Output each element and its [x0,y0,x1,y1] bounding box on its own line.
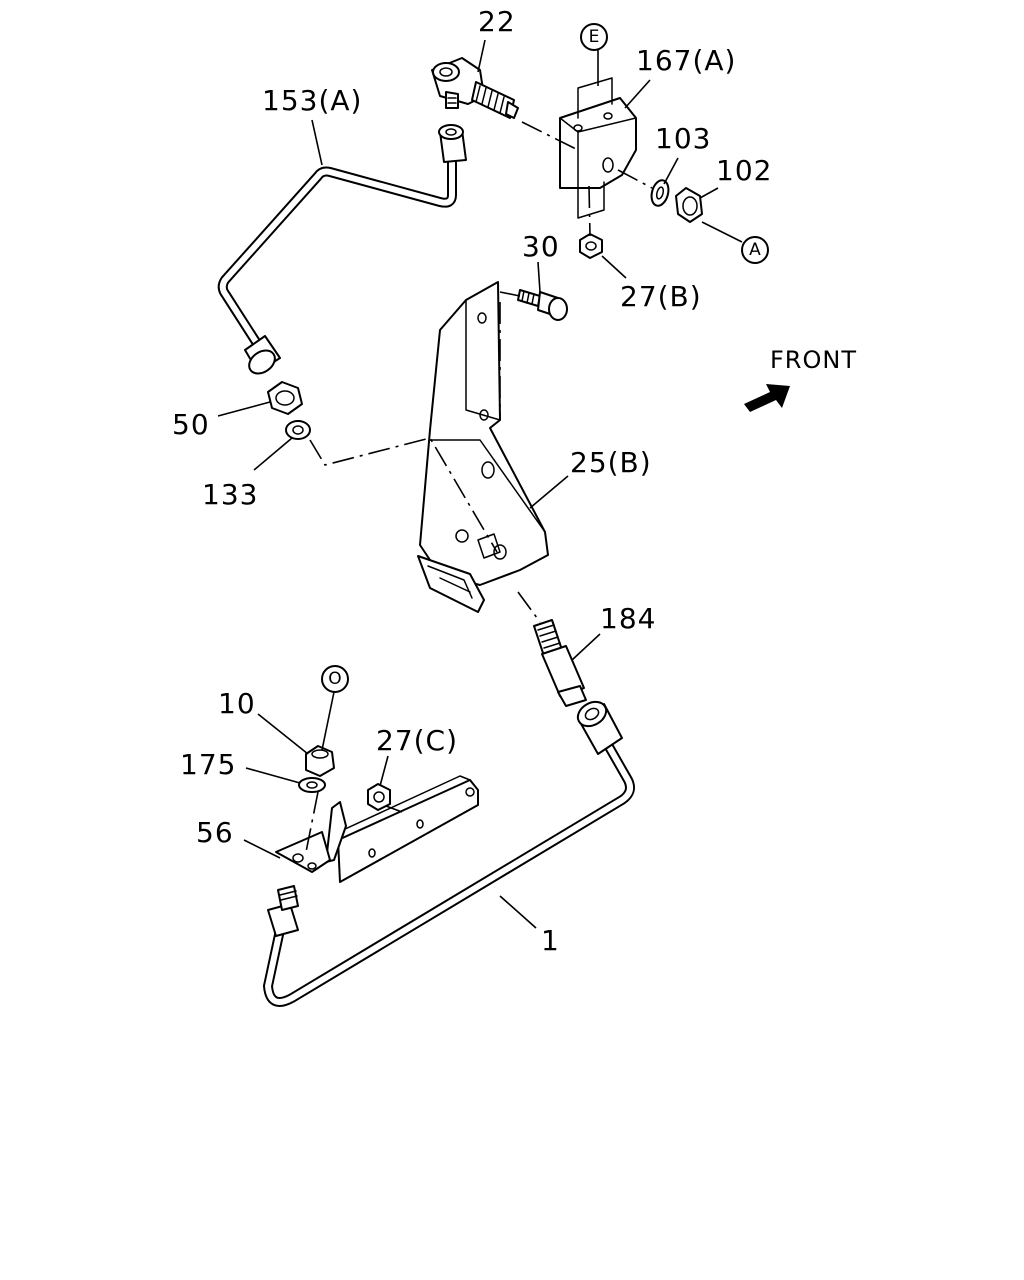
nut-27b [579,233,603,259]
nut-102 [675,187,703,223]
label-27b: 27(B) [620,280,702,313]
ref-circle-e: E [580,23,608,51]
washer-133 [285,420,311,440]
nut-27c [367,783,391,811]
label-102: 102 [716,154,772,187]
label-133: 133 [202,478,258,511]
front-indicator: FRONT [744,346,857,412]
washer-103 [650,179,670,207]
front-arrow-icon [744,384,790,412]
label-27c: 27(C) [376,724,458,757]
svg-text:A: A [749,240,761,260]
label-25b: 25(B) [570,446,652,479]
ref-circle-a: A [741,236,769,264]
label-175: 175 [180,748,236,781]
label-30: 30 [522,230,560,263]
label-103: 103 [655,122,711,155]
bolt-30 [517,289,568,321]
leader-lines [217,39,743,929]
label-167a: 167(A) [636,44,736,77]
bracket-167a [559,77,637,219]
label-10: 10 [218,687,256,720]
nut-10 [305,745,335,777]
svg-text:O: O [328,669,341,689]
connector-184 [533,619,587,707]
union-22 [431,57,519,119]
bracket-56 [275,775,479,883]
label-50: 50 [172,408,210,441]
label-22: 22 [478,5,516,38]
bracket-25b [417,281,549,613]
label-153a: 153(A) [262,84,362,117]
nut-50 [267,381,303,415]
pipe-1 [263,700,635,1007]
washer-175 [298,777,326,793]
ref-circle-o: O [321,665,349,693]
label-184: 184 [600,602,656,635]
svg-text:E: E [589,27,600,47]
front-label: FRONT [770,346,857,374]
pipe-153a [217,124,467,375]
label-1: 1 [541,924,560,957]
assembly-lines [305,121,653,853]
label-56: 56 [196,816,234,849]
part-labels: 1 10 22 25(B) 27(B) 27(C) 30 50 56 102 1… [172,5,772,957]
